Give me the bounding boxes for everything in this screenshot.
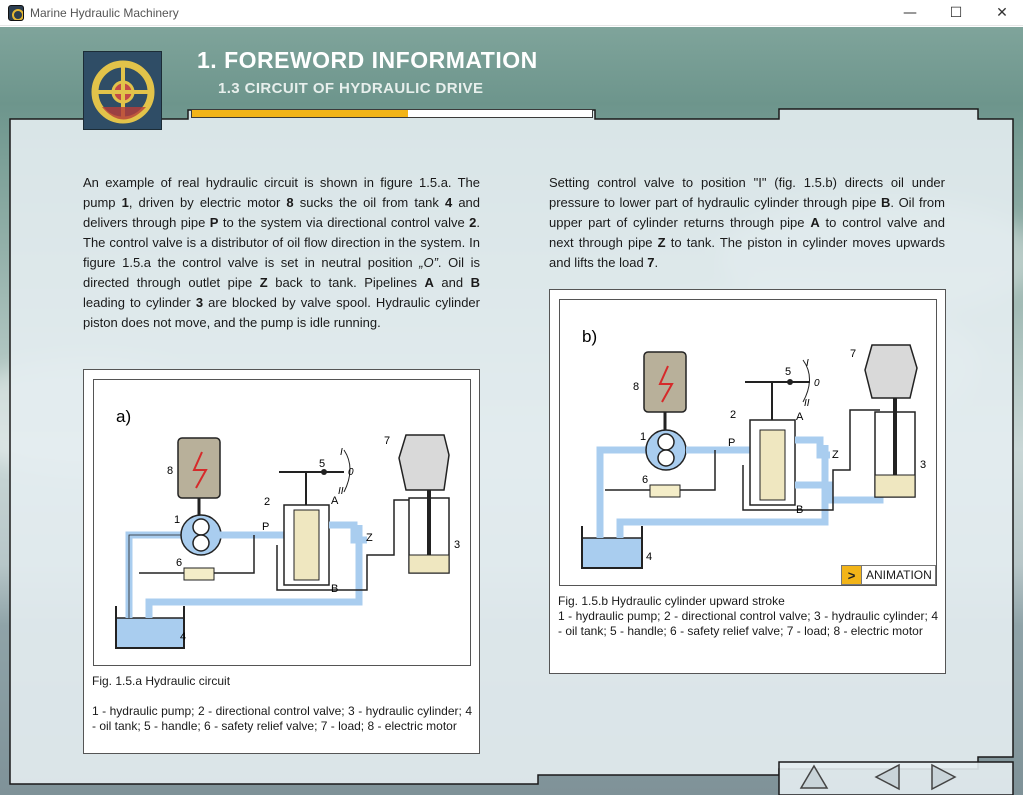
svg-text:8: 8 xyxy=(167,465,173,477)
svg-text:2: 2 xyxy=(730,409,736,421)
window-title: Marine Hydraulic Machinery xyxy=(30,6,179,20)
svg-text:2: 2 xyxy=(264,496,270,508)
svg-text:6: 6 xyxy=(642,474,648,486)
right-triangle-icon xyxy=(931,763,957,791)
svg-text:4: 4 xyxy=(180,631,186,643)
next-button[interactable] xyxy=(925,762,961,792)
section-progress-bar xyxy=(191,109,593,118)
svg-text:0: 0 xyxy=(348,467,354,478)
svg-text:Z: Z xyxy=(366,532,373,544)
page-subtitle: 1.3 CIRCUIT OF HYDRAULIC DRIVE xyxy=(218,80,484,97)
up-button[interactable] xyxy=(796,762,832,792)
section-progress-fill xyxy=(192,110,408,117)
svg-text:P: P xyxy=(728,437,735,449)
page-title: 1. FOREWORD INFORMATION xyxy=(197,47,538,73)
close-button[interactable]: ✕ xyxy=(996,5,1008,21)
figure-b-box: b) xyxy=(549,289,946,674)
previous-button[interactable] xyxy=(870,762,906,792)
svg-text:P: P xyxy=(262,521,269,533)
left-paragraph: An example of real hydraulic circuit is … xyxy=(83,175,481,330)
figure-a-box: a) xyxy=(83,369,480,754)
figure-a-caption: Fig. 1.5.a Hydraulic circuit xyxy=(92,674,231,688)
animation-button[interactable]: > ANIMATION xyxy=(841,565,936,585)
svg-text:3: 3 xyxy=(920,459,926,471)
hydraulic-circuit-b-diagram: b) xyxy=(581,327,926,569)
svg-text:B: B xyxy=(331,583,338,595)
svg-text:1: 1 xyxy=(640,431,646,443)
hydraulic-circuit-a-diagram: a) xyxy=(115,407,460,649)
figure-a-tag: a) xyxy=(116,407,131,426)
svg-text:7: 7 xyxy=(384,435,390,447)
up-triangle-icon xyxy=(799,764,829,789)
svg-text:6: 6 xyxy=(176,557,182,569)
minimize-button[interactable]: — xyxy=(903,5,917,21)
figure-b-caption: Fig. 1.5.b Hydraulic cylinder upward str… xyxy=(558,594,785,608)
svg-text:A: A xyxy=(796,411,804,423)
svg-text:8: 8 xyxy=(633,381,639,393)
main-stage: 1. FOREWORD INFORMATION 1.3 CIRCUIT OF H… xyxy=(0,27,1023,795)
svg-text:B: B xyxy=(796,504,803,516)
svg-text:4: 4 xyxy=(646,551,652,563)
animation-button-label: ANIMATION xyxy=(866,568,932,582)
steering-wheel-icon xyxy=(84,52,161,129)
svg-text:II: II xyxy=(804,398,810,409)
svg-text:I: I xyxy=(806,358,809,369)
right-paragraph: Setting control valve to position "I" (f… xyxy=(549,175,945,270)
svg-text:7: 7 xyxy=(850,348,856,360)
svg-text:A: A xyxy=(331,495,339,507)
maximize-button[interactable]: ☐ xyxy=(949,5,963,21)
svg-text:5: 5 xyxy=(319,458,325,470)
svg-text:Z: Z xyxy=(832,449,839,461)
svg-text:0: 0 xyxy=(814,378,820,389)
svg-text:1: 1 xyxy=(174,514,180,526)
play-arrow-icon: > xyxy=(842,566,862,584)
app-icon xyxy=(8,5,24,21)
figure-b-diagram: b) xyxy=(559,299,937,586)
svg-text:II: II xyxy=(338,486,344,497)
svg-text:I: I xyxy=(340,447,343,458)
figure-a-legend: 1 - hydraulic pump; 2 - directional cont… xyxy=(92,704,472,733)
header-logo xyxy=(83,51,162,130)
svg-text:5: 5 xyxy=(785,366,791,378)
svg-text:3: 3 xyxy=(454,539,460,551)
figure-b-legend: 1 - hydraulic pump; 2 - directional cont… xyxy=(558,609,938,638)
left-triangle-icon xyxy=(874,763,900,791)
figure-b-tag: b) xyxy=(582,327,597,346)
window-titlebar: Marine Hydraulic Machinery — ☐ ✕ xyxy=(0,0,1023,26)
figure-a-diagram: a) xyxy=(93,379,471,666)
